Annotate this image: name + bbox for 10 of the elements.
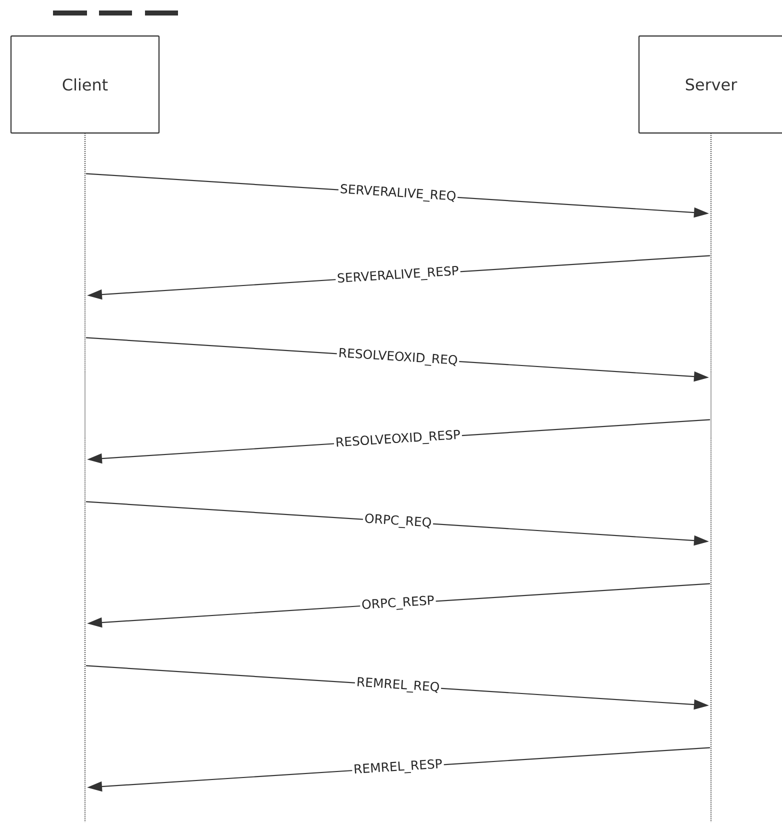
message-label: REMREL_RESP	[354, 759, 442, 774]
message-label: REMREL_REQ	[357, 677, 439, 693]
participant-box: Client	[10, 35, 160, 134]
message-label: ORPC_RESP	[362, 596, 434, 610]
message-label: RESOLVEOXID_RESP	[336, 430, 460, 447]
message-label: SERVERALIVE_RESP	[338, 266, 458, 283]
participant-box: Server	[638, 35, 782, 134]
message-label: RESOLVEOXID_REQ	[339, 348, 458, 366]
message-label: ORPC_REQ	[365, 514, 431, 528]
message-label: SERVERALIVE_REQ	[340, 184, 456, 202]
